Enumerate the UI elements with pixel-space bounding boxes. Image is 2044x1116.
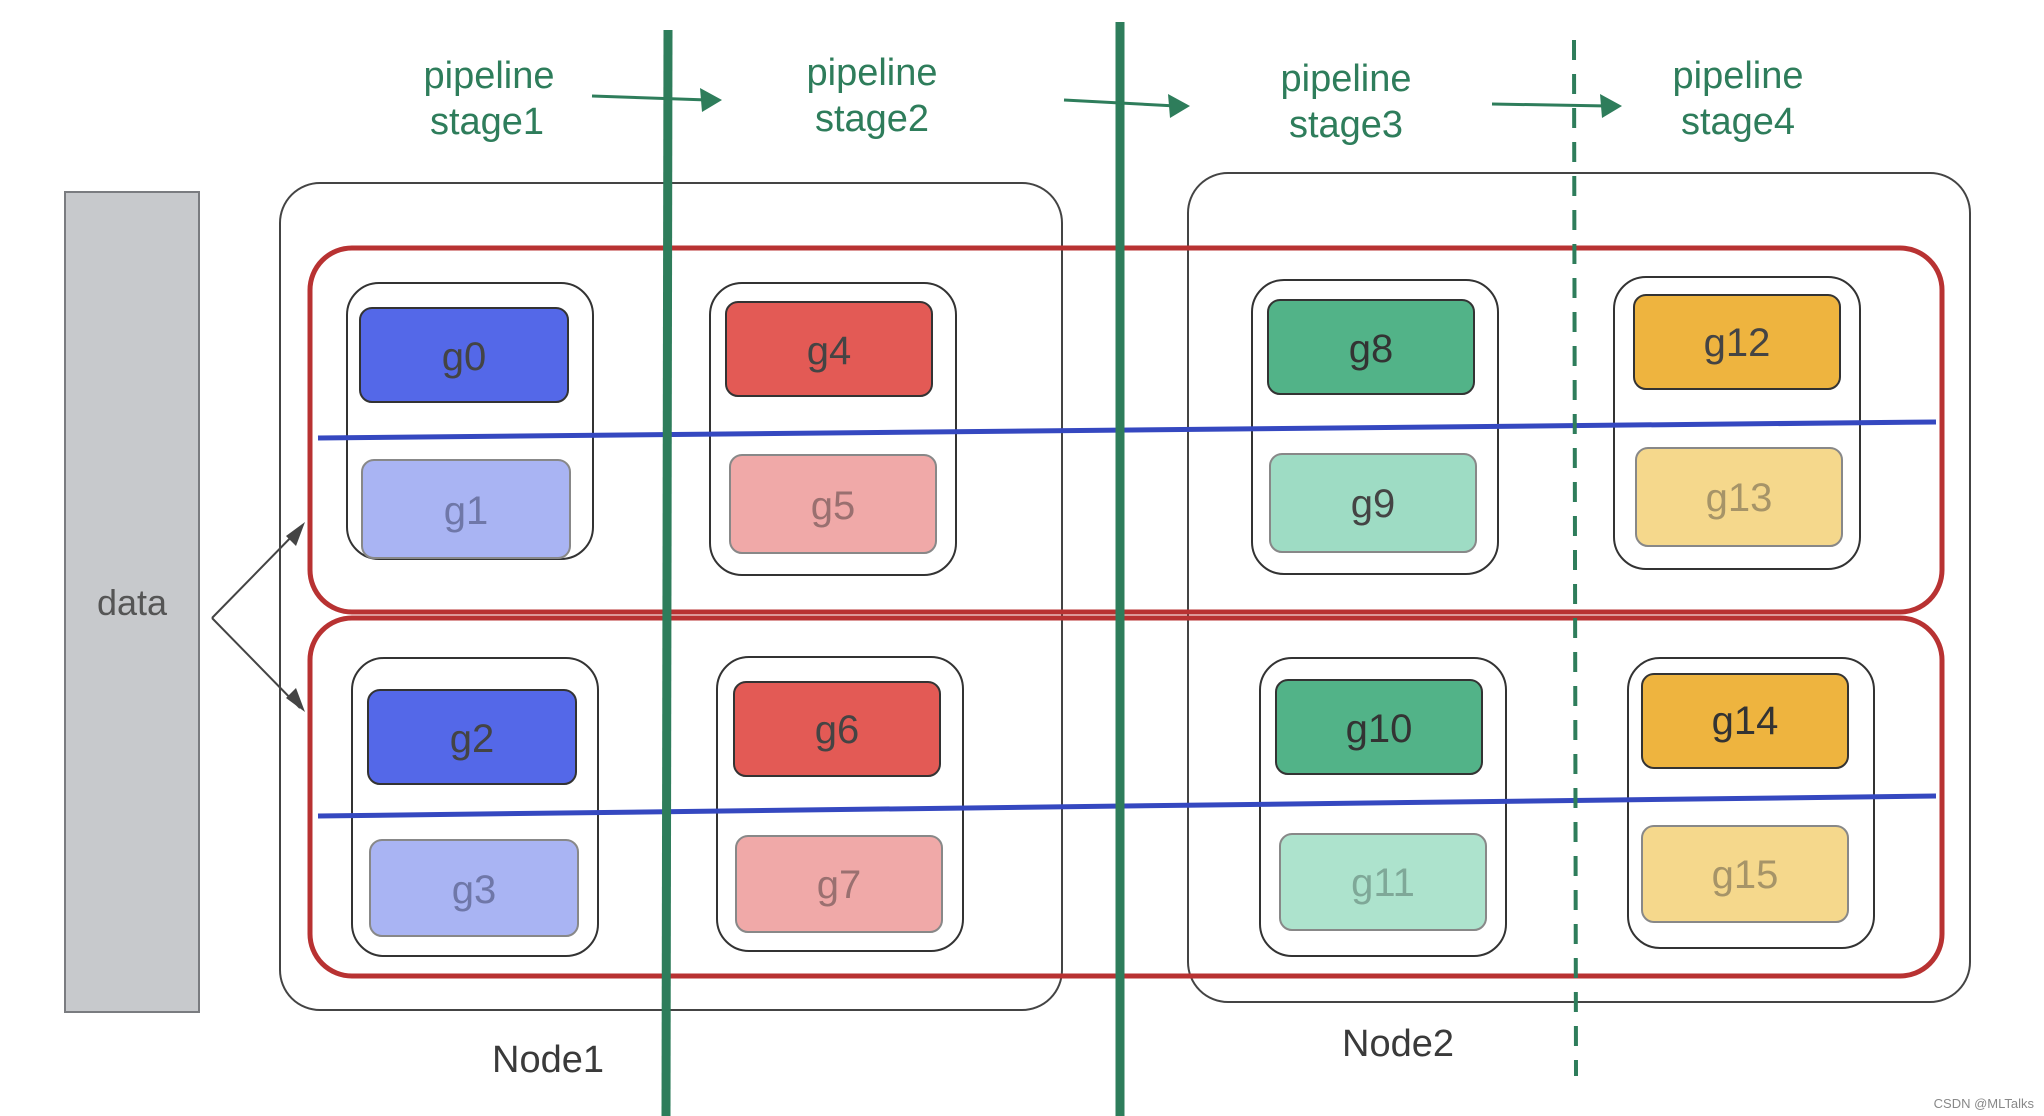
watermark: CSDN @MLTalks xyxy=(1934,1096,2035,1111)
gpu-box-g2 xyxy=(367,689,577,785)
stage-label-4: pipeline stage4 xyxy=(1673,55,1804,143)
gpu-label-g14: g14 xyxy=(1712,699,1779,743)
gpu-box-g0 xyxy=(359,307,569,403)
gpu-box-g9 xyxy=(1269,453,1477,553)
gpu-label-g15: g15 xyxy=(1712,853,1779,897)
stage-divider-1 xyxy=(661,29,673,1116)
gpu-label-g0: g0 xyxy=(442,335,487,379)
gpu-5: g5 xyxy=(729,454,937,554)
stage-arrow-2 xyxy=(1063,98,1177,108)
stage3-line2: stage3 xyxy=(1289,104,1403,146)
gpu-label-g2: g2 xyxy=(450,717,495,761)
stage1-line2: stage1 xyxy=(430,101,544,143)
node1-label: Node1 xyxy=(492,1039,604,1081)
gpu-9: g9 xyxy=(1269,453,1477,553)
gpu-2: g2 xyxy=(367,689,577,785)
stage-arrowhead-1 xyxy=(700,88,722,112)
stage-label-1: pipeline stage1 xyxy=(424,55,555,143)
gpu-3: g3 xyxy=(369,839,579,937)
gpu-box-g7 xyxy=(735,835,943,933)
gpu-box-g15 xyxy=(1641,825,1849,923)
gpu-label-g10: g10 xyxy=(1346,707,1413,751)
gpu-label-g8: g8 xyxy=(1349,327,1394,371)
stage-arrow-3 xyxy=(1491,102,1609,108)
data-bar xyxy=(64,191,200,1013)
gpu-label-g5: g5 xyxy=(811,484,856,528)
gpu-12: g12 xyxy=(1633,294,1841,390)
stage2-line1: pipeline xyxy=(807,52,938,94)
gpu-group-g2-g3 xyxy=(351,657,599,957)
split-line-bottom xyxy=(317,793,1937,819)
gpu-15: g15 xyxy=(1641,825,1849,923)
arrowhead-down xyxy=(286,688,305,712)
gpu-group-g14-g15 xyxy=(1627,657,1875,949)
gpu-13: g13 xyxy=(1635,447,1843,547)
gpu-label-g9: g9 xyxy=(1351,482,1396,526)
gpu-box-g1 xyxy=(361,459,571,559)
gpu-11: g11 xyxy=(1279,833,1487,931)
stage3-line1: pipeline xyxy=(1281,58,1412,100)
gpu-6: g6 xyxy=(733,681,941,777)
stage4-line2: stage4 xyxy=(1681,101,1795,143)
gpu-14: g14 xyxy=(1641,673,1849,769)
gpu-box-g10 xyxy=(1275,679,1483,775)
stage-arrowhead-3 xyxy=(1600,94,1622,118)
stage-label-2: pipeline stage2 xyxy=(807,52,938,140)
stage4-line1: pipeline xyxy=(1673,55,1804,97)
gpu-4: g4 xyxy=(725,301,933,397)
gpu-box-g4 xyxy=(725,301,933,397)
gpu-label-g6: g6 xyxy=(815,708,860,752)
gpu-group-g6-g7 xyxy=(716,656,964,952)
stage-divider-3-dashed xyxy=(1572,39,1578,1077)
gpu-0: g0 xyxy=(359,307,569,403)
data-arrows xyxy=(211,527,301,709)
arrowhead-up xyxy=(286,522,305,546)
gpu-box-g8 xyxy=(1267,299,1475,395)
stage1-line1: pipeline xyxy=(424,55,555,97)
gpu-7: g7 xyxy=(735,835,943,933)
gpu-box-g3 xyxy=(369,839,579,937)
gpu-box-g12 xyxy=(1633,294,1841,390)
stage-arrowhead-2 xyxy=(1168,94,1190,118)
gpu-label-g3: g3 xyxy=(452,868,497,912)
replica-box-bottom xyxy=(307,615,1945,979)
gpu-box-g11 xyxy=(1279,833,1487,931)
gpu-label-g4: g4 xyxy=(807,329,852,373)
node2-box xyxy=(1187,172,1971,1003)
gpu-label-g1: g1 xyxy=(444,489,489,533)
gpu-group-g4-g5 xyxy=(709,282,957,576)
gpu-box-g6 xyxy=(733,681,941,777)
stage-arrow-1 xyxy=(591,94,709,102)
gpu-8: g8 xyxy=(1267,299,1475,395)
stage-label-3: pipeline stage3 xyxy=(1281,58,1412,146)
data-label: data xyxy=(97,582,168,623)
gpu-box-g13 xyxy=(1635,447,1843,547)
replica-box-top xyxy=(307,245,1945,615)
gpu-label-g7: g7 xyxy=(817,863,862,907)
gpu-label-g13: g13 xyxy=(1706,476,1773,520)
split-line-top xyxy=(317,419,1937,441)
gpu-10: g10 xyxy=(1275,679,1483,775)
gpu-label-g11: g11 xyxy=(1351,861,1415,905)
gpu-box-g5 xyxy=(729,454,937,554)
gpu-box-g14 xyxy=(1641,673,1849,769)
gpu-group-g10-g11 xyxy=(1259,657,1507,957)
stage2-line2: stage2 xyxy=(815,98,929,140)
node2-label: Node2 xyxy=(1342,1023,1454,1065)
gpu-label-g12: g12 xyxy=(1704,321,1771,365)
gpu-1: g1 xyxy=(361,459,571,559)
